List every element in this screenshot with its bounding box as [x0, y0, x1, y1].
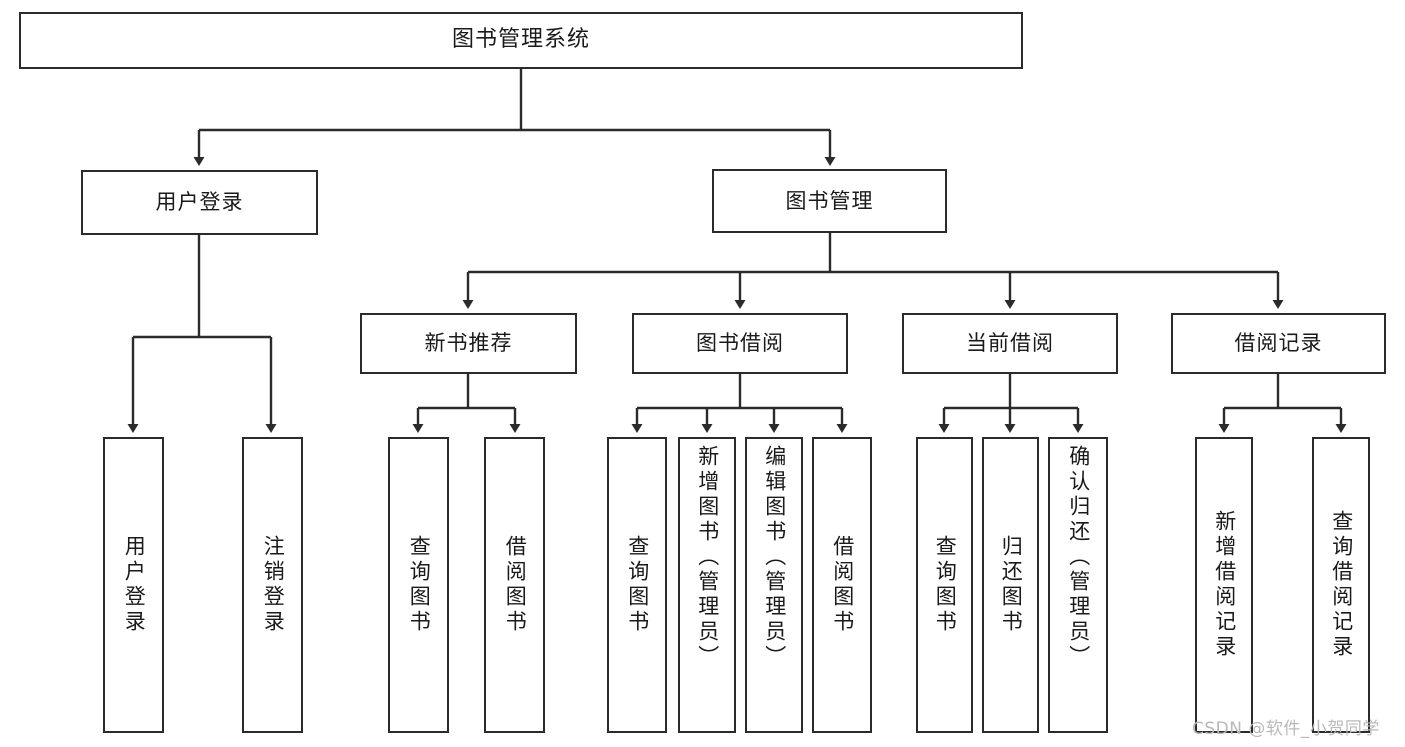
node-leaf-borrow-book-2-label: 借阅图书	[830, 535, 855, 635]
node-new-book-rec-label: 新书推荐	[424, 331, 513, 356]
node-leaf-query-book-1[interactable]: 查询图书	[388, 437, 449, 733]
node-leaf-query-record[interactable]: 查询借阅记录	[1312, 437, 1370, 733]
node-borrow-record[interactable]: 借阅记录	[1171, 313, 1386, 374]
node-leaf-add-book[interactable]: 新增图书（管理员）	[678, 437, 736, 733]
csdn-watermark: CSDN @软件_小贺同学	[1192, 719, 1380, 739]
node-leaf-user-login-label: 用户登录	[122, 535, 147, 635]
node-leaf-query-book-3-label: 查询图书	[933, 535, 958, 635]
node-leaf-add-record[interactable]: 新增借阅记录	[1195, 437, 1253, 733]
node-book-borrow-label: 图书借阅	[696, 331, 784, 356]
node-leaf-edit-book[interactable]: 编辑图书（管理员）	[745, 437, 803, 733]
node-leaf-borrow-book-1[interactable]: 借阅图书	[484, 437, 545, 733]
node-book-manage[interactable]: 图书管理	[712, 169, 947, 233]
node-leaf-user-login[interactable]: 用户登录	[103, 437, 164, 733]
node-leaf-add-book-label: 新增图书（管理员）	[695, 445, 720, 670]
node-root[interactable]: 图书管理系统	[19, 12, 1023, 69]
node-new-book-rec[interactable]: 新书推荐	[360, 313, 577, 374]
node-leaf-query-book-1-label: 查询图书	[407, 535, 432, 635]
node-leaf-add-record-label: 新增借阅记录	[1212, 510, 1237, 660]
node-leaf-edit-book-label: 编辑图书（管理员）	[762, 445, 787, 670]
node-leaf-confirm-return[interactable]: 确认归还（管理员）	[1048, 437, 1108, 733]
node-user-login[interactable]: 用户登录	[81, 170, 318, 235]
node-leaf-borrow-book-1-label: 借阅图书	[503, 535, 528, 635]
node-leaf-return-book-label: 归还图书	[999, 535, 1024, 635]
node-root-label: 图书管理系统	[451, 27, 590, 53]
node-leaf-query-book-2[interactable]: 查询图书	[607, 437, 667, 733]
node-book-manage-label: 图书管理	[785, 188, 874, 213]
node-current-borrow-label: 当前借阅	[966, 331, 1054, 356]
node-borrow-record-label: 借阅记录	[1234, 331, 1323, 356]
node-leaf-logout[interactable]: 注销登录	[242, 437, 303, 733]
node-leaf-return-book[interactable]: 归还图书	[982, 437, 1039, 733]
node-leaf-query-book-3[interactable]: 查询图书	[916, 437, 973, 733]
node-leaf-query-book-2-label: 查询图书	[625, 535, 650, 635]
node-current-borrow[interactable]: 当前借阅	[902, 313, 1118, 374]
node-user-login-label: 用户登录	[155, 190, 244, 215]
node-leaf-borrow-book-2[interactable]: 借阅图书	[812, 437, 872, 733]
node-leaf-query-record-label: 查询借阅记录	[1329, 510, 1354, 660]
node-leaf-logout-label: 注销登录	[261, 535, 286, 635]
node-book-borrow[interactable]: 图书借阅	[632, 313, 848, 374]
node-leaf-confirm-return-label: 确认归还（管理员）	[1066, 445, 1091, 670]
